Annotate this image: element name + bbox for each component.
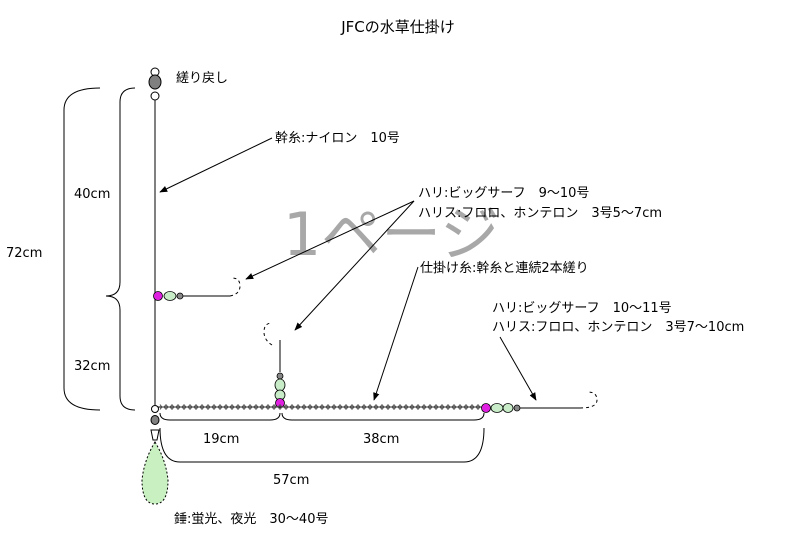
leader-upper-label: ハリス:フロロ、ホンテロン 3号5〜7cm xyxy=(418,206,662,221)
upper-branch-hook xyxy=(153,277,241,301)
middle-dropper-hook xyxy=(263,322,286,408)
sinker-icon xyxy=(141,405,169,505)
sinker-label: 錘:蛍光、夜光 30〜40号 xyxy=(174,511,328,527)
hook-upper-arrow-1 xyxy=(245,200,415,280)
hook-upper-arrow-2 xyxy=(294,200,415,331)
brace-seg1 xyxy=(159,412,281,421)
twisted-rig-line xyxy=(158,404,485,410)
brace-upper xyxy=(105,87,136,297)
dim-seg2: 38cm xyxy=(363,432,399,447)
hook-lower-label: ハリ:ビッグサーフ 10〜11号 xyxy=(492,301,672,316)
end-hook xyxy=(481,391,598,413)
rig-line-arrow xyxy=(373,266,419,401)
dim-lower: 32cm xyxy=(74,359,110,374)
main-line-arrow xyxy=(159,137,273,193)
dim-total: 72cm xyxy=(6,246,42,261)
main-line-label: 幹糸:ナイロン 10号 xyxy=(275,130,400,146)
brace-seg2 xyxy=(281,412,485,421)
swivel-label: 縒り戻し xyxy=(176,71,228,86)
dim-upper: 40cm xyxy=(74,187,110,202)
hook-lower-arrow xyxy=(499,336,537,401)
brace-lower xyxy=(105,295,136,411)
hook-upper-label: ハリ:ビッグサーフ 9〜10号 xyxy=(418,186,589,201)
rig-line-label: 仕掛け糸:幹糸と連続2本縒り xyxy=(420,260,589,276)
leader-lower-label: ハリス:フロロ、ホンテロン 3号7〜10cm xyxy=(492,320,744,335)
brace-total xyxy=(63,87,101,411)
diagram-title: JFCの水草仕掛け xyxy=(340,18,455,36)
dim-seg1: 19cm xyxy=(203,432,239,447)
brace-horizontal-total xyxy=(159,427,485,463)
swivel-icon xyxy=(148,67,162,101)
dim-horizontal-total: 57cm xyxy=(273,473,309,488)
